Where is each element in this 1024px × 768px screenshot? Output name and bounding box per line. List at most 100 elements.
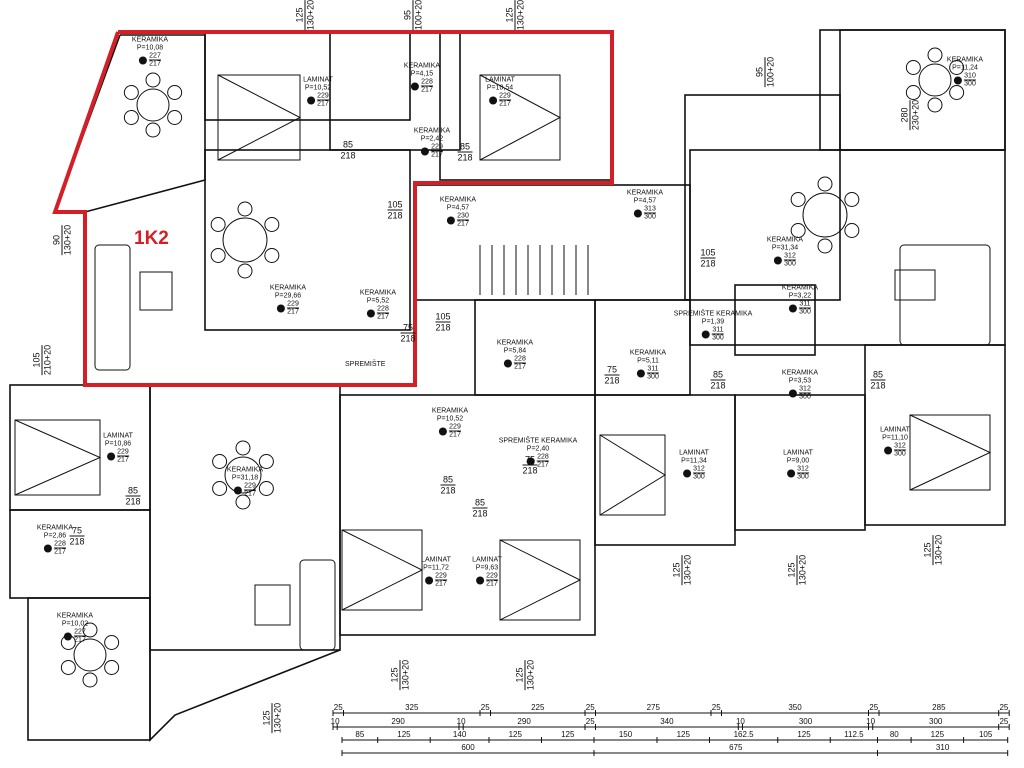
- walls: [9, 29, 1006, 742]
- room-material: KERAMIKA: [403, 62, 441, 70]
- window-height: 130+20: [682, 554, 693, 586]
- height-marker-icon: [527, 457, 536, 465]
- room-material: LAMINAT: [472, 556, 502, 564]
- height-marker-icon: [884, 446, 893, 454]
- dimension-value: 10: [866, 717, 876, 726]
- floor-height: 217: [435, 580, 447, 588]
- chair: [844, 223, 860, 238]
- floor-height: 217: [377, 313, 389, 321]
- bed: [341, 529, 423, 611]
- height-marker-icon: [504, 359, 513, 367]
- room-material: SPREMIŠTE KERAMIKA: [673, 310, 753, 318]
- window-width: 125: [922, 534, 934, 566]
- chair: [790, 192, 806, 207]
- window-width: 125: [514, 659, 526, 691]
- room-area: P=3,53: [788, 377, 812, 385]
- ceiling-height: 228: [377, 305, 389, 314]
- room-area: P=10,02: [61, 620, 89, 628]
- room-material: KERAMIKA: [766, 236, 804, 244]
- floor-height: 217: [117, 456, 129, 464]
- height-marker-icon: [634, 209, 643, 217]
- height-marker-icon: [702, 330, 711, 338]
- dimension-value: 25: [999, 703, 1009, 712]
- height-marker-icon: [277, 304, 286, 312]
- door-height: 218: [710, 380, 726, 391]
- door-height: 218: [472, 508, 488, 519]
- door-height: 218: [870, 380, 886, 391]
- floor-height: 300: [894, 450, 906, 458]
- dimension-value: 310: [935, 743, 950, 752]
- window-height: 130+20: [305, 0, 316, 31]
- dimension-value: 10: [735, 717, 745, 726]
- height-marker-icon: [637, 369, 646, 377]
- window-height: 100+20: [765, 56, 776, 88]
- window-width: 90: [51, 224, 63, 256]
- door-width: 75: [604, 365, 620, 376]
- height-marker-icon: [234, 486, 243, 494]
- door-height: 218: [435, 322, 451, 333]
- window-height: 130+20: [525, 659, 536, 691]
- chair: [210, 248, 226, 263]
- chair: [82, 622, 98, 638]
- floor-height: 217: [457, 220, 469, 228]
- dimension-value: 350: [788, 703, 802, 712]
- ceiling-height: 229: [431, 143, 443, 152]
- height-marker-icon: [307, 96, 316, 104]
- ceiling-height: 229: [287, 300, 299, 309]
- room-material: KERAMIKA: [629, 349, 667, 357]
- coffee-table: [254, 584, 291, 626]
- room-area: P=11,10: [882, 434, 908, 442]
- room-material: KERAMIKA: [226, 466, 264, 474]
- dining-table: [224, 456, 262, 494]
- ceiling-height: 228: [514, 355, 526, 364]
- height-marker-icon: [789, 304, 798, 312]
- ceiling-height: 229: [449, 423, 461, 432]
- room-material: KERAMIKA: [781, 284, 819, 292]
- window-height: 130+20: [515, 0, 526, 31]
- wall: [734, 284, 816, 356]
- door-width: 85: [472, 498, 488, 509]
- floor-height: 300: [712, 334, 724, 342]
- dimension-lines: [332, 710, 1010, 756]
- ceiling-height: 229: [486, 572, 498, 581]
- floor-height: 217: [287, 308, 299, 316]
- chair: [790, 223, 806, 238]
- room-area: P=5,11: [637, 357, 659, 365]
- sofa: [94, 244, 131, 371]
- door-width: 85: [440, 475, 456, 486]
- room-area: P=29,66: [274, 292, 302, 300]
- sofa: [299, 559, 336, 651]
- chair: [167, 110, 183, 125]
- room-area: P=9,00: [786, 457, 810, 465]
- dimension-value: 150: [618, 730, 633, 739]
- dimension-value: 285: [932, 703, 946, 712]
- room-area: P=11,34: [681, 457, 707, 465]
- dimension-value: 600: [461, 743, 475, 752]
- room-material: SPREMIŠTE KERAMIKA: [498, 437, 578, 445]
- chair: [60, 660, 76, 675]
- wall: [9, 509, 151, 599]
- height-marker-icon: [421, 147, 430, 155]
- wall: [204, 149, 411, 331]
- room-material: LAMINAT: [421, 556, 451, 564]
- door-width: 105: [435, 311, 451, 323]
- height-marker-icon: [954, 76, 963, 84]
- dining-table: [73, 638, 107, 672]
- room-area: P=4,57: [633, 197, 657, 205]
- wall: [819, 29, 1006, 151]
- floor-height: 300: [784, 260, 796, 268]
- room-area: P=11,72: [423, 564, 449, 572]
